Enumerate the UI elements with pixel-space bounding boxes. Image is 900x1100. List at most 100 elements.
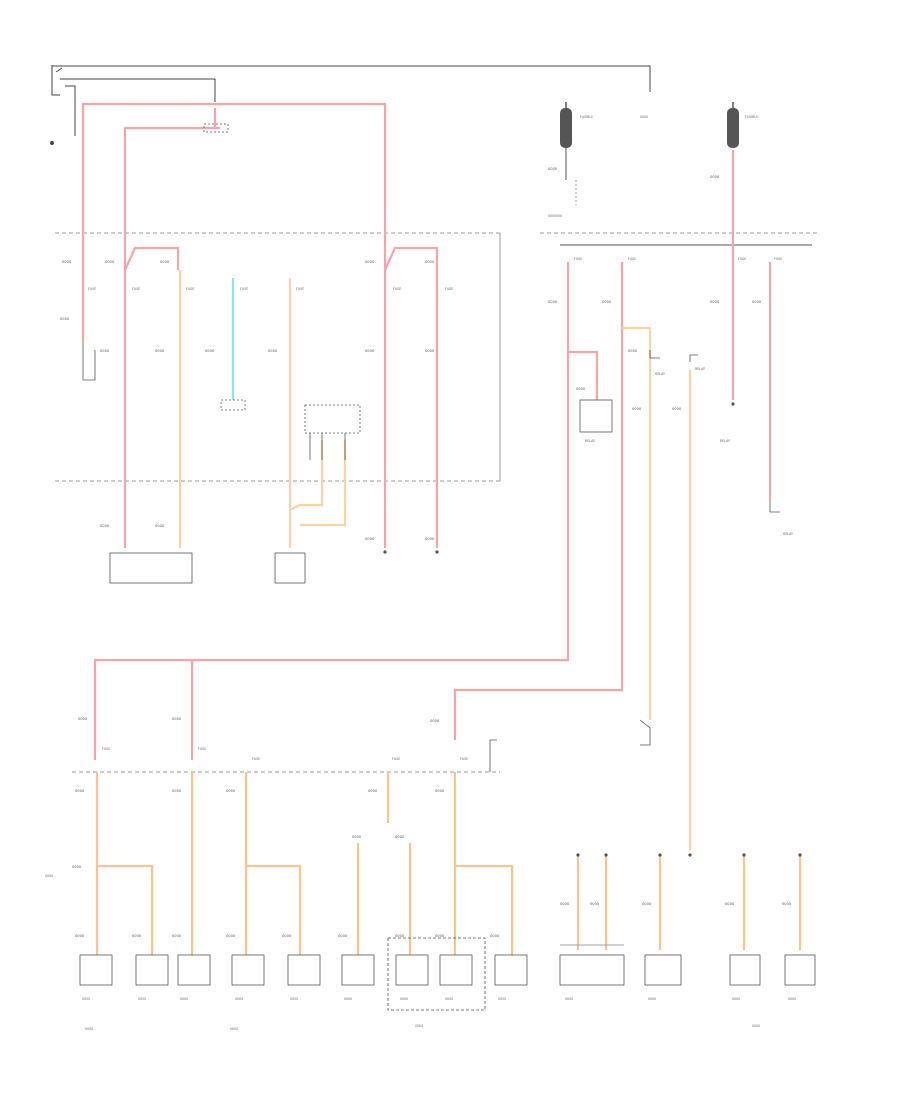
svg-text:0000: 0000 [710,175,720,179]
svg-text:0000: 0000 [205,349,215,353]
svg-text:FUSE: FUSE [102,747,110,751]
svg-text:0000: 0000 [788,997,796,1001]
svg-text:0000: 0000 [290,997,298,1001]
svg-text:FUSE: FUSE [393,287,401,291]
right-fuse-block: 0000000 [540,214,820,246]
right-components [579,350,780,746]
svg-text:0000: 0000 [72,865,82,869]
svg-text:FUSE: FUSE [738,257,746,261]
svg-text:0000: 0000 [435,934,445,938]
svg-text:0000: 0000 [415,1024,423,1028]
svg-text:0000: 0000 [672,407,682,411]
battery-feed [50,65,651,145]
svg-text:RELAY: RELAY [783,532,793,536]
svg-text:0000: 0000 [226,934,236,938]
svg-text:0000: 0000 [648,997,656,1001]
svg-text:0000: 0000 [435,789,445,793]
svg-text:FUSE: FUSE [445,287,453,291]
svg-text:0000: 0000 [155,349,165,353]
svg-text:0000: 0000 [548,300,558,304]
svg-text:0000: 0000 [160,260,170,264]
svg-text:0000: 0000 [632,407,642,411]
left-fuse-block [55,232,501,482]
svg-text:FUSE: FUSE [628,257,636,261]
svg-text:0000: 0000 [365,260,375,264]
svg-text:0000: 0000 [282,934,292,938]
svg-text:FUSE: FUSE [88,287,96,291]
svg-text:0000: 0000 [395,835,405,839]
svg-text:0000: 0000 [100,349,110,353]
svg-text:0000: 0000 [395,934,405,938]
svg-text:FUSE: FUSE [774,257,782,261]
bottom-fuse-block [72,739,500,773]
svg-text:0000: 0000 [268,349,278,353]
svg-text:0000: 0000 [60,317,70,321]
svg-text:0000: 0000 [75,789,85,793]
svg-text:0000: 0000 [172,934,182,938]
left-orange-wires [178,270,347,548]
svg-text:0000: 0000 [602,300,612,304]
svg-text:0000: 0000 [82,997,90,1001]
svg-text:FUSE: FUSE [392,757,400,761]
svg-text:RELAY: RELAY [695,367,705,371]
svg-text:0000: 0000 [172,789,182,793]
svg-text:0000: 0000 [180,997,188,1001]
svg-text:0000: 0000 [100,524,110,528]
svg-text:0000: 0000 [85,1027,93,1031]
svg-text:0000: 0000 [105,260,115,264]
svg-text:0000: 0000 [62,260,72,264]
svg-text:FUSE: FUSE [574,257,582,261]
svg-text:0000: 0000 [338,934,348,938]
svg-text:0000: 0000 [782,902,792,906]
svg-text:0000000: 0000000 [548,214,562,218]
svg-text:0000: 0000 [642,902,652,906]
svg-text:0000: 0000 [590,902,600,906]
svg-text:FUSE: FUSE [296,287,304,291]
svg-text:0000: 0000 [344,997,352,1001]
svg-text:FUSE: FUSE [460,757,468,761]
right-red-wires [93,150,772,760]
svg-text:0000: 0000 [752,300,762,304]
svg-text:0000: 0000 [498,997,506,1001]
svg-text:0000: 0000 [640,115,648,119]
svg-text:0000: 0000 [226,789,236,793]
svg-text:0000: 0000 [365,349,375,353]
svg-text:0000: 0000 [425,537,435,541]
bottom-connectors [79,853,816,1011]
right-orange-wires [622,326,692,850]
svg-text:0000: 0000 [132,934,142,938]
svg-text:0000: 0000 [725,902,735,906]
svg-text:0000: 0000 [230,1027,238,1031]
svg-text:FUSIBLE: FUSIBLE [580,115,593,119]
svg-text:0000: 0000 [352,835,362,839]
svg-text:RELAY: RELAY [655,372,665,376]
svg-text:0000: 0000 [155,524,165,528]
right-fusible-links [560,102,739,205]
svg-text:FUSE: FUSE [198,747,206,751]
svg-text:0000: 0000 [425,260,435,264]
svg-text:0000: 0000 [368,789,378,793]
svg-text:FUSE: FUSE [252,757,260,761]
svg-text:0000: 0000 [425,349,435,353]
svg-text:0000: 0000 [710,300,720,304]
svg-text:0000: 0000 [490,934,500,938]
bottom-labels: 0000 0000 0000 FUSE FUSE FUSE FUSE FUSE … [45,717,796,1031]
svg-text:FUSIBLE: FUSIBLE [745,115,758,119]
svg-text:0000: 0000 [548,167,558,171]
svg-text:0000: 0000 [565,997,573,1001]
right-labels: FUSIBLE 0000 FUSIBLE 0000 0000 FUSE FUSE… [548,115,793,536]
svg-text:0000: 0000 [365,537,375,541]
svg-text:0000: 0000 [172,717,182,721]
svg-text:0000: 0000 [752,1024,760,1028]
svg-text:0000: 0000 [235,997,243,1001]
left-components [82,123,439,584]
svg-text:0000: 0000 [430,719,440,723]
svg-text:FUSE: FUSE [186,287,194,291]
left-labels: 0000 0000 0000 0000 0000 FUSE FUSE FUSE … [60,260,453,541]
bottom-orange-wires [95,772,802,955]
left-red-wires [81,102,439,548]
svg-text:0000: 0000 [78,717,88,721]
svg-text:RELAY: RELAY [585,439,595,443]
svg-text:0000: 0000 [445,997,453,1001]
svg-text:FUSE: FUSE [240,287,248,291]
